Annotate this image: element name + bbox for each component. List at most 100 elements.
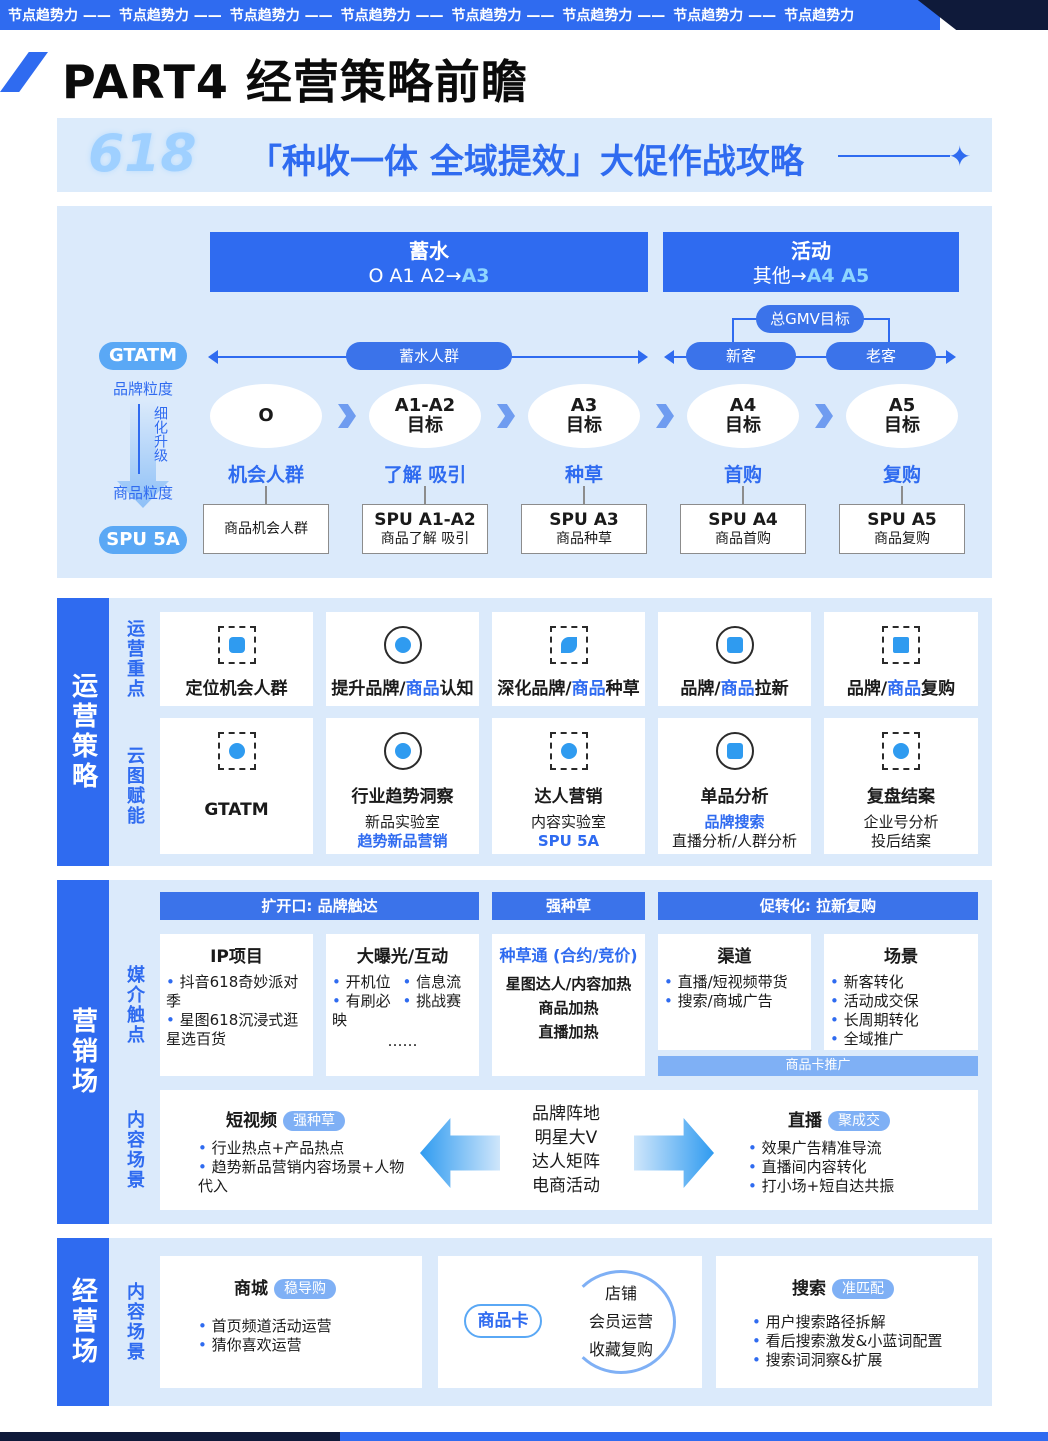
network-icon bbox=[217, 732, 256, 770]
stage-label: 复购 bbox=[882, 464, 921, 486]
huodong-arrow-line bbox=[668, 356, 950, 358]
store-item: 店铺 bbox=[604, 1284, 637, 1303]
granularity-line bbox=[138, 404, 140, 474]
list-item: 长周期转化 bbox=[830, 1011, 972, 1030]
center-item: 品牌阵地 bbox=[532, 1104, 600, 1124]
yuntu-sub: 直播分析/人群分析 bbox=[671, 832, 798, 850]
store-item: 会员运营 bbox=[588, 1312, 653, 1331]
product-card-pill: 商品卡 bbox=[464, 1304, 542, 1338]
stage-node-o: O bbox=[210, 384, 322, 448]
list-item: 猜你喜欢运营 bbox=[198, 1336, 418, 1355]
live-list: 效果广告精准导流 直播间内容转化 打小场+短自达共振 bbox=[748, 1139, 968, 1196]
ip-card: IP项目 抖音618奇妙派对季 星图618沉浸式逛星选百货 bbox=[160, 934, 313, 1076]
zhongcao-title: 种草通 (合约/竞价) bbox=[499, 946, 638, 965]
header-brand-reach: 扩开口: 品牌触达 bbox=[160, 892, 479, 920]
focus-card: 品牌/商品拉新 bbox=[658, 612, 811, 706]
sprout-icon bbox=[549, 626, 588, 664]
header-conversion: 促转化: 拉新复购 bbox=[658, 892, 978, 920]
arrow-left-head bbox=[208, 350, 218, 364]
list-item: 搜索词洞察&扩展 bbox=[752, 1351, 972, 1370]
ops-side-label: 运营策略 bbox=[57, 598, 109, 866]
marketing-row2-label: 内容场景 bbox=[124, 1110, 145, 1190]
eye-icon bbox=[383, 732, 422, 770]
focus-card: 品牌/商品复购 bbox=[824, 612, 978, 706]
stage-label: 首购 bbox=[723, 464, 762, 486]
refine-upgrade-label: 细化升级 bbox=[152, 406, 168, 462]
huodong-header: 活动 其他→A4 A5 bbox=[663, 232, 959, 292]
scene-title: 场景 bbox=[884, 947, 918, 967]
list-item: 星图618沉浸式逛星选百货 bbox=[166, 1011, 307, 1049]
focus-card: 深化品牌/商品种草 bbox=[492, 612, 645, 706]
chevron-right-icon bbox=[497, 404, 515, 428]
list-item: 打小场+短自达共振 bbox=[748, 1177, 968, 1196]
list-item: 新客转化 bbox=[830, 973, 972, 992]
huodong-title: 活动 bbox=[791, 239, 831, 263]
list-item: 开机位 bbox=[332, 973, 403, 992]
scene-list: 新客转化 活动成交保 长周期转化 全域推广 bbox=[830, 973, 972, 1049]
bottom-bar-accent bbox=[340, 1432, 1048, 1441]
yuntu-card: 行业趋势洞察 新品实验室 趋势新品营销 bbox=[326, 718, 479, 854]
logo-618: 618 bbox=[88, 124, 197, 184]
yuntu-title: 达人营销 bbox=[534, 787, 603, 807]
channel-card: 渠道 直播/短视频带货 搜索/商城广告 bbox=[658, 934, 811, 1050]
focus-card: 提升品牌/商品认知 bbox=[326, 612, 479, 706]
ip-list: 抖音618奇妙派对季 星图618沉浸式逛星选百货 bbox=[166, 973, 307, 1049]
store-item: 收藏复购 bbox=[588, 1340, 653, 1359]
gmv-target-pill: 总GMV目标 bbox=[756, 305, 864, 333]
yuntu-card: 复盘结案 企业号分析 投后结案 bbox=[824, 718, 978, 854]
business-row-label: 内容场景 bbox=[124, 1282, 145, 1362]
channel-title: 渠道 bbox=[717, 947, 752, 967]
cycle-ring bbox=[566, 1270, 676, 1374]
search-tag: 准匹配 bbox=[832, 1279, 894, 1299]
channel-list: 直播/短视频带货 搜索/商城广告 bbox=[664, 973, 805, 1011]
ops-row2-label: 云图赋能 bbox=[124, 746, 145, 826]
yuntu-title: 复盘结案 bbox=[867, 787, 935, 807]
mall-tag: 稳导购 bbox=[274, 1279, 336, 1299]
live-title: 直播聚成交 bbox=[748, 1106, 968, 1131]
yuntu-card: 单品分析 品牌搜索 直播分析/人群分析 bbox=[658, 718, 811, 854]
list-item: 直播间内容转化 bbox=[748, 1158, 968, 1177]
list-item: 抖音618奇妙派对季 bbox=[166, 973, 307, 1011]
mall-title: 商城稳导购 bbox=[198, 1274, 418, 1299]
spu-box: 商品机会人群 bbox=[203, 504, 329, 554]
strategy-banner bbox=[57, 118, 992, 192]
new-customer-pill: 新客 bbox=[686, 342, 796, 370]
store-list: 店铺 会员运营 收藏复购 bbox=[566, 1280, 676, 1364]
yuntu-card: 达人营销 内容实验室 SPU 5A bbox=[492, 718, 645, 854]
arrow-right-head bbox=[946, 350, 956, 364]
connector bbox=[901, 486, 903, 504]
list-item: 效果广告精准导流 bbox=[748, 1139, 968, 1158]
xushui-crowd-pill: 蓄水人群 bbox=[346, 342, 512, 370]
yuntu-sub: 新品实验室 bbox=[364, 813, 440, 831]
yuntu-sub-highlight: 品牌搜索 bbox=[704, 813, 765, 831]
connector bbox=[742, 486, 744, 504]
list-item: 趋势新品营销内容场景+人物代入 bbox=[198, 1158, 408, 1196]
focus-text: 定位机会人群 bbox=[185, 679, 288, 699]
chevron-right-icon bbox=[338, 404, 356, 428]
list-item: 有刷必映 bbox=[332, 992, 403, 1030]
list-item: 全域推广 bbox=[830, 1030, 972, 1049]
center-list: 品牌阵地 明星大V 达人矩阵 电商活动 bbox=[516, 1102, 616, 1198]
xushui-header: 蓄水 O A1 A2→A3 bbox=[210, 232, 648, 292]
list-item: 信息流 bbox=[403, 973, 474, 992]
exposure-list: 开机位 信息流 有刷必映 挑战赛 bbox=[332, 973, 473, 1030]
yuntu-sub: 企业号分析 bbox=[863, 813, 939, 831]
banner-line-decoration bbox=[838, 155, 950, 157]
ip-title: IP项目 bbox=[210, 947, 263, 967]
stage-label: 机会人群 bbox=[227, 464, 304, 486]
header-zhongcao: 强种草 bbox=[492, 892, 645, 920]
banner-headline: 「种收一体 全域提效」大促作战攻略 bbox=[248, 142, 804, 182]
list-item: 直播/短视频带货 bbox=[664, 973, 805, 992]
business-side-label: 经营场 bbox=[57, 1238, 109, 1406]
yuntu-sub-highlight: 趋势新品营销 bbox=[357, 832, 448, 850]
yuntu-sub: 投后结案 bbox=[870, 832, 931, 850]
yuntu-sub: 内容实验室 bbox=[530, 813, 606, 831]
yuntu-title: 行业趋势洞察 bbox=[351, 787, 454, 807]
connector bbox=[265, 486, 267, 504]
